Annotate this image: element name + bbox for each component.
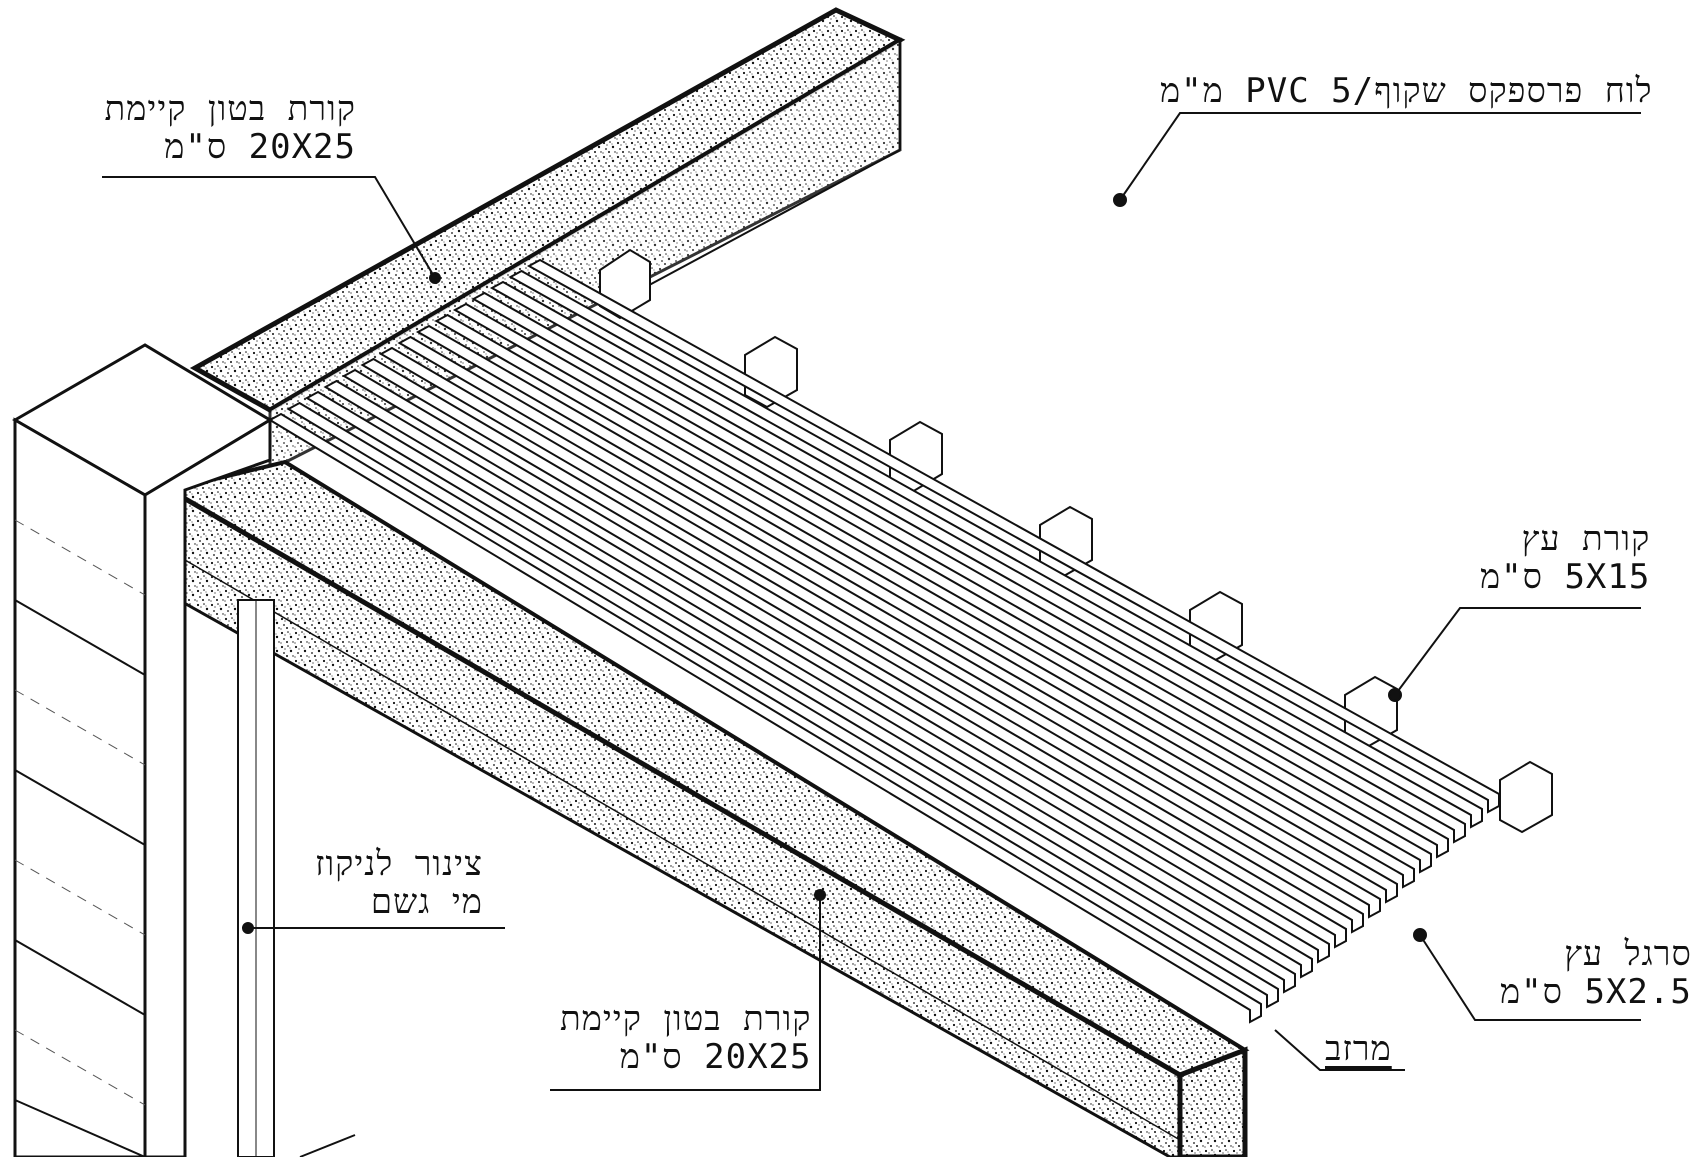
wood-slat-edge (380, 353, 1353, 921)
label-perspex-panel: לוח פרספקס שקוף/PVC 5 מ"מ (1160, 72, 1653, 110)
wood-slat-edge (343, 375, 1319, 951)
wood-beam (1499, 760, 1553, 834)
label-gutter: מרזב (1325, 1030, 1392, 1068)
wood-slat-edge (288, 408, 1268, 996)
pergola-isometric-drawing (11, 7, 1641, 1157)
label-line: קורת בטון קיימת (560, 999, 812, 1039)
top-concrete-beam (189, 7, 906, 473)
leader-lines (102, 112, 1641, 1157)
wood-slat-edge (454, 309, 1421, 861)
label-wood-beam: קורת עץ 5X15 ס"מ (1480, 520, 1650, 596)
label-drain-pipe: צינור לניקוז מי גשם (315, 845, 483, 921)
label-line: 5X15 ס"מ (1480, 557, 1651, 597)
label-line: 5X2.5 ס"מ (1500, 972, 1692, 1012)
label-existing-beam-bottom: קורת בטון קיימת 20X25 ס"מ (560, 1000, 811, 1076)
label-line: צינור לניקוז (315, 844, 483, 884)
wood-slat-edge (399, 342, 1370, 906)
wood-slat-edge (510, 276, 1472, 816)
label-line: 20X25 ס"מ (164, 127, 356, 167)
label-line: 20X25 ס"מ (619, 1037, 812, 1077)
label-line: לוח פרספקס שקוף/PVC 5 מ"מ (1160, 71, 1653, 111)
drain-pipe (237, 599, 275, 1157)
label-existing-beam-top: קורת בטון קיימת 20X25 ס"מ (105, 90, 356, 166)
wood-slat-edge (325, 386, 1302, 966)
label-line: סרגל עץ (1564, 934, 1692, 974)
wood-slats (267, 258, 1500, 1024)
label-line: מי גשם (370, 882, 483, 922)
wood-slat-edge (269, 419, 1251, 1011)
wood-slat-edge (306, 397, 1285, 981)
label-line: קורת בטון קיימת (104, 89, 356, 129)
wood-slat-edge (473, 298, 1438, 846)
label-wood-slat: סרגל עץ 5X2.5 ס"מ (1500, 935, 1692, 1011)
label-line: מרזב (1325, 1029, 1392, 1069)
wood-slat-edge (528, 265, 1489, 801)
wood-slat-edge (417, 331, 1387, 891)
block-pillar (11, 343, 273, 1157)
wood-slat-edge (362, 364, 1336, 936)
label-line: קורת עץ (1521, 519, 1651, 559)
bottom-concrete-beam (164, 459, 1250, 1157)
wood-slat-edge (491, 287, 1455, 831)
wood-slat-edge (436, 320, 1404, 876)
